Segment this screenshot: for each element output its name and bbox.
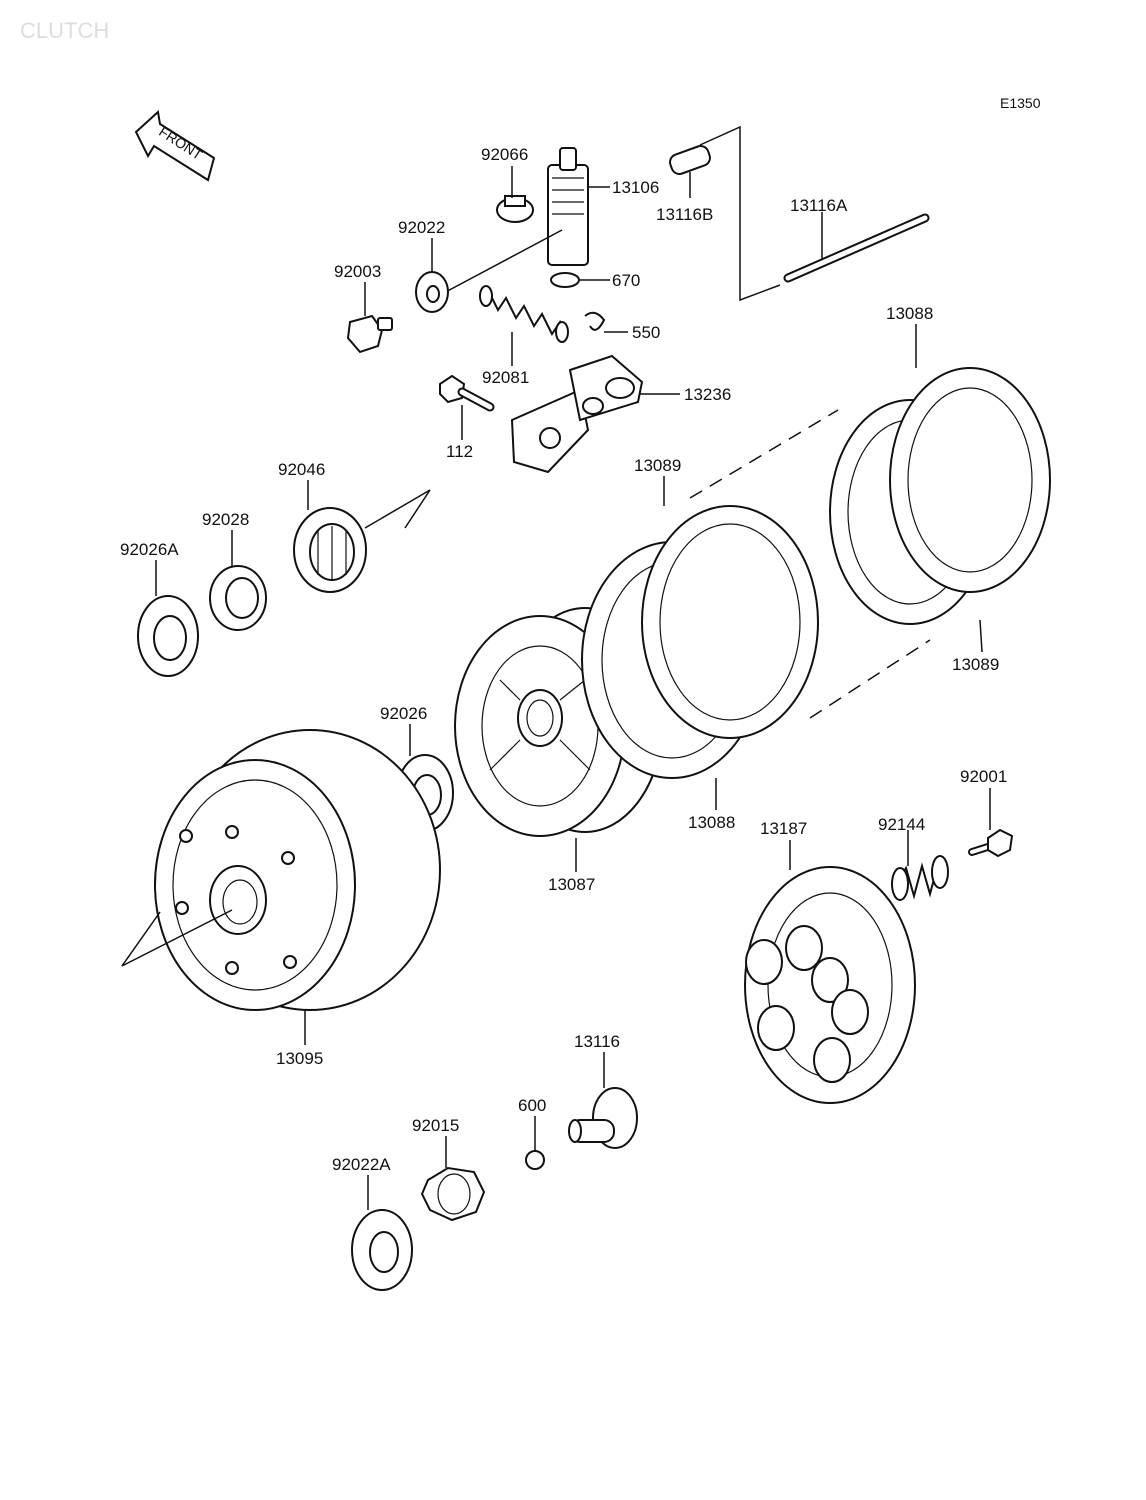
- part-92081-spring: [479, 285, 569, 343]
- label-92001: 92001: [960, 767, 1007, 786]
- label-13187: 13187: [760, 819, 807, 838]
- part-13116A-rod: [783, 213, 930, 283]
- label-13116B: 13116B: [656, 205, 713, 224]
- label-112: 112: [446, 442, 473, 461]
- label-13095: 13095: [276, 1049, 323, 1068]
- part-13116B-sleeve: [669, 145, 711, 175]
- label-92022A: 92022A: [332, 1155, 391, 1174]
- part-92028-collar: [209, 565, 267, 631]
- label-670: 670: [612, 271, 640, 290]
- label-92081: 92081: [482, 368, 529, 387]
- part-13236-lever: [510, 354, 644, 474]
- part-13088-plate-right: [889, 367, 1051, 593]
- part-13095-housing: [154, 729, 441, 1011]
- label-92046: 92046: [278, 460, 325, 479]
- part-13106-shaft: [439, 147, 589, 296]
- label-92003: 92003: [334, 262, 381, 281]
- part-92003-bolt: [346, 314, 393, 354]
- label-13088-mid: 13088: [688, 813, 735, 832]
- part-13089-plate-middle: [641, 505, 819, 739]
- part-labels: 92066 13106 13116B 13116A 92022 92003 67…: [120, 145, 1007, 1174]
- label-13089-right: 13089: [952, 655, 999, 674]
- part-600-ball: [525, 1150, 545, 1170]
- label-13116: 13116: [574, 1032, 620, 1051]
- diagram-code: E1350: [1000, 95, 1041, 111]
- label-13088-top: 13088: [886, 304, 933, 323]
- part-92022A-washer: [351, 1209, 413, 1291]
- part-92015-nut: [420, 1166, 486, 1222]
- part-92046-bearing: [293, 507, 367, 593]
- part-670-oring: [550, 272, 580, 288]
- part-92022-washer: [415, 271, 449, 313]
- part-112-bolt: [439, 374, 495, 412]
- label-92026: 92026: [380, 704, 427, 723]
- label-92028: 92028: [202, 510, 249, 529]
- label-92144: 92144: [878, 815, 925, 834]
- part-13187-pressure-plate: [744, 866, 916, 1104]
- label-13087: 13087: [548, 875, 595, 894]
- part-92066-plug: [496, 195, 534, 223]
- part-550-pin: [584, 311, 606, 331]
- leader-lines: [155, 166, 991, 1210]
- label-600: 600: [518, 1096, 546, 1115]
- label-92066: 92066: [481, 145, 528, 164]
- front-arrow-icon: FRONT: [134, 110, 216, 182]
- label-13089-mid: 13089: [634, 456, 681, 475]
- part-92144-spring: [891, 855, 949, 901]
- part-13116-pusher: [568, 1087, 638, 1149]
- label-550: 550: [632, 323, 660, 342]
- label-13116A: 13116A: [790, 196, 848, 215]
- label-13236: 13236: [684, 385, 731, 404]
- label-92026A: 92026A: [120, 540, 179, 559]
- label-92022: 92022: [398, 218, 445, 237]
- label-92015: 92015: [412, 1116, 459, 1135]
- label-13106: 13106: [612, 178, 659, 197]
- part-92001-bolt: [968, 828, 1014, 858]
- part-92026A-washer: [137, 595, 199, 677]
- watermark-title: CLUTCH: [20, 18, 109, 43]
